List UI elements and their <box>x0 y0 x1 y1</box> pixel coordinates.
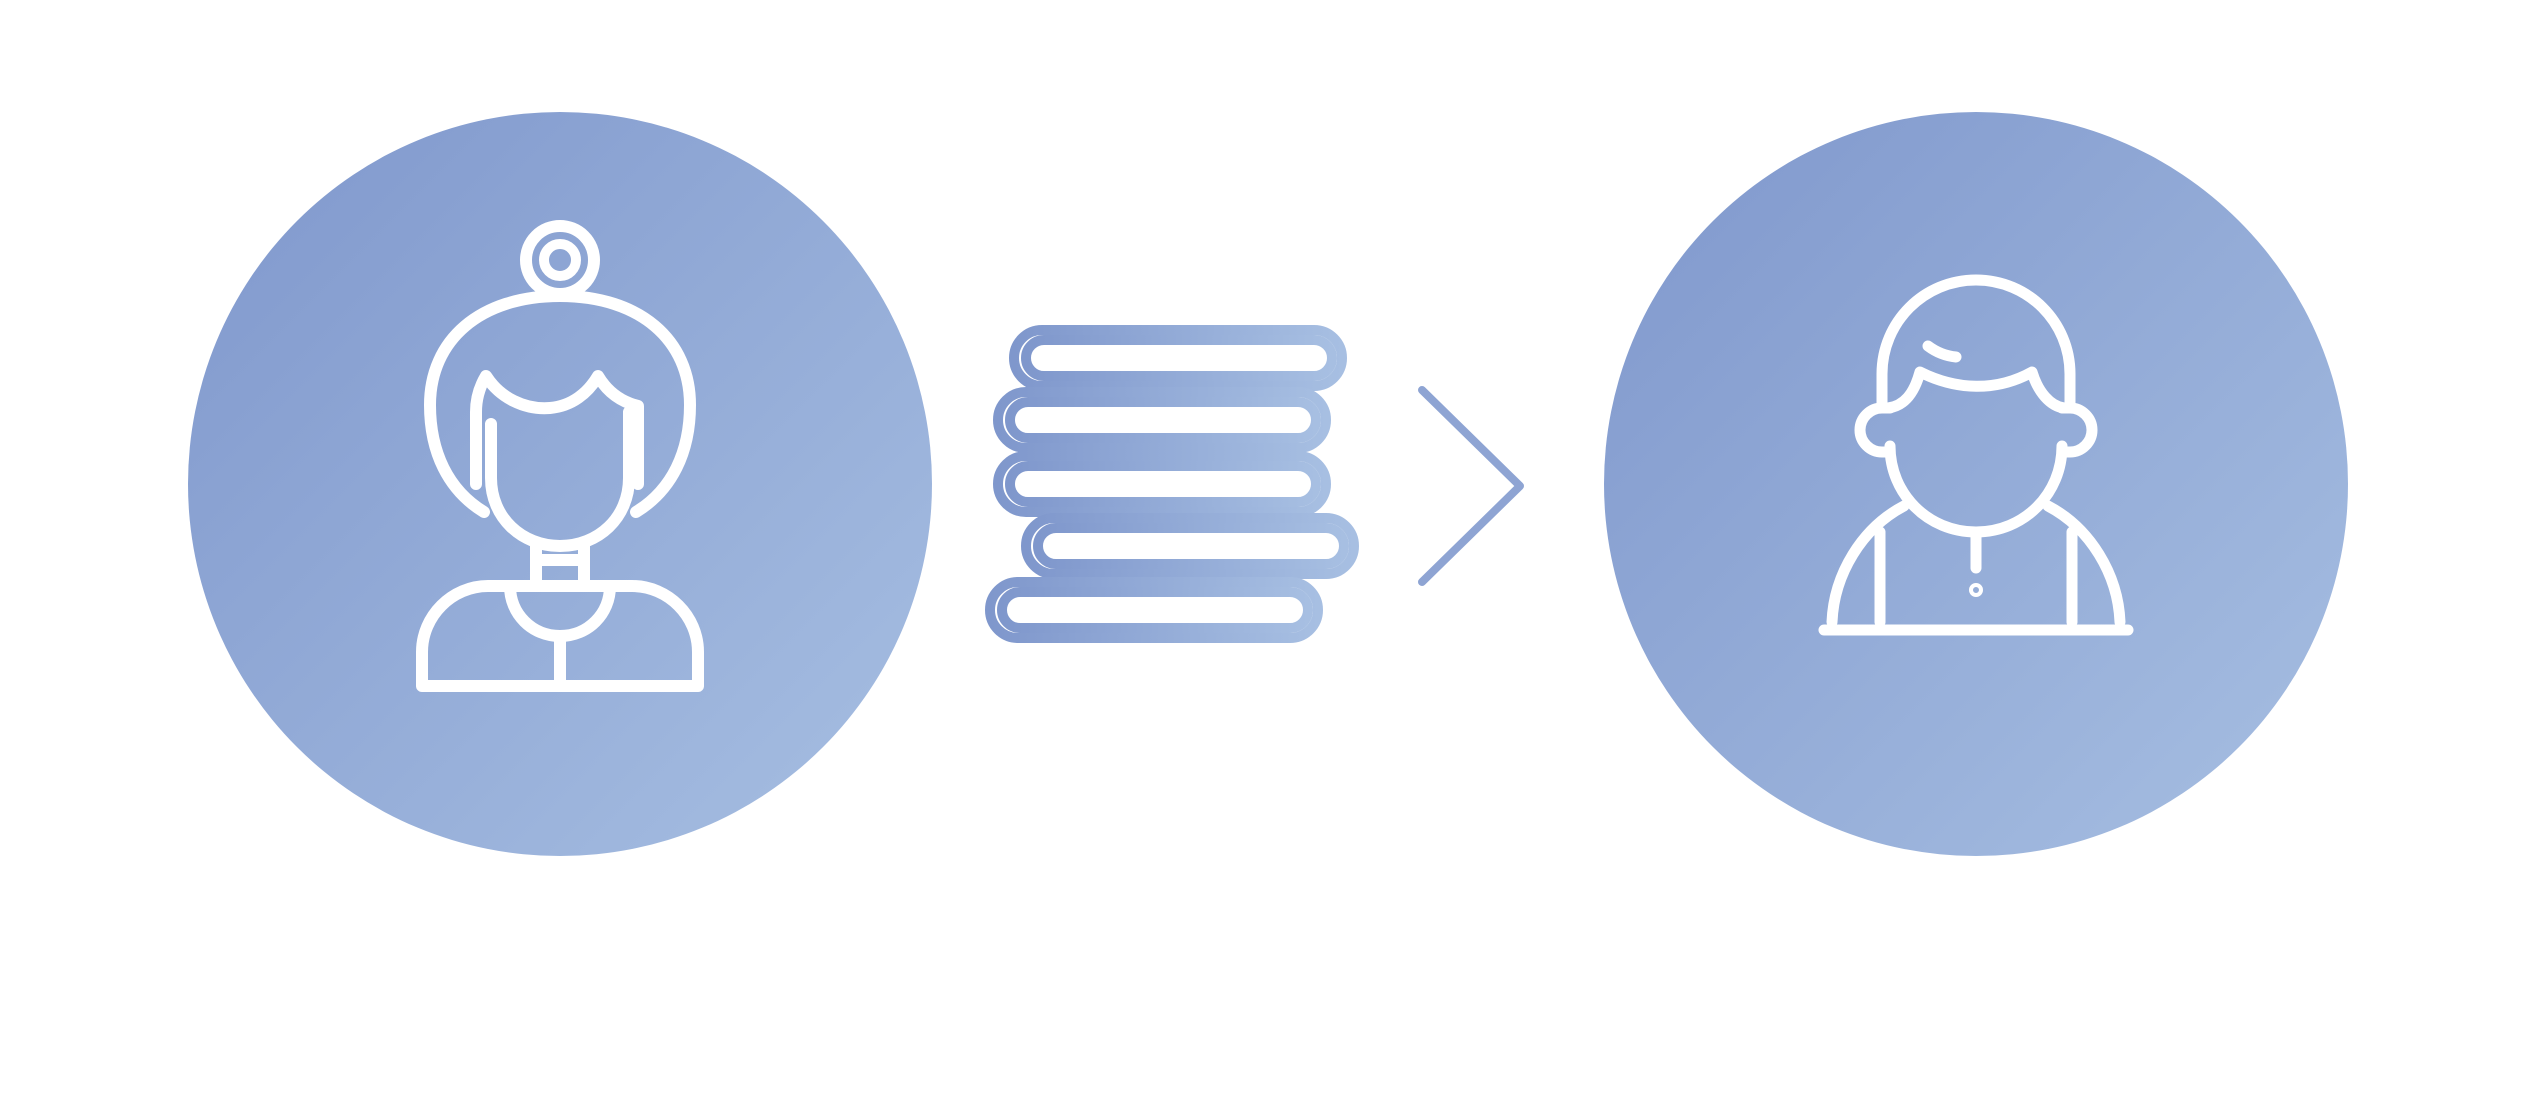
woman-with-hair-bun-icon <box>416 220 704 692</box>
right-circle <box>1604 112 2348 856</box>
stack-of-books-icon <box>985 325 1359 643</box>
right-node <box>1604 112 2348 856</box>
book-3 <box>993 451 1331 517</box>
chevron-right-icon <box>1418 386 1524 586</box>
book-5 <box>985 577 1323 643</box>
book-2 <box>993 387 1331 453</box>
left-circle <box>188 112 932 856</box>
book-1 <box>1009 325 1347 391</box>
book-4 <box>1021 513 1359 579</box>
young-person-icon <box>1818 274 2134 636</box>
left-node <box>188 112 932 856</box>
